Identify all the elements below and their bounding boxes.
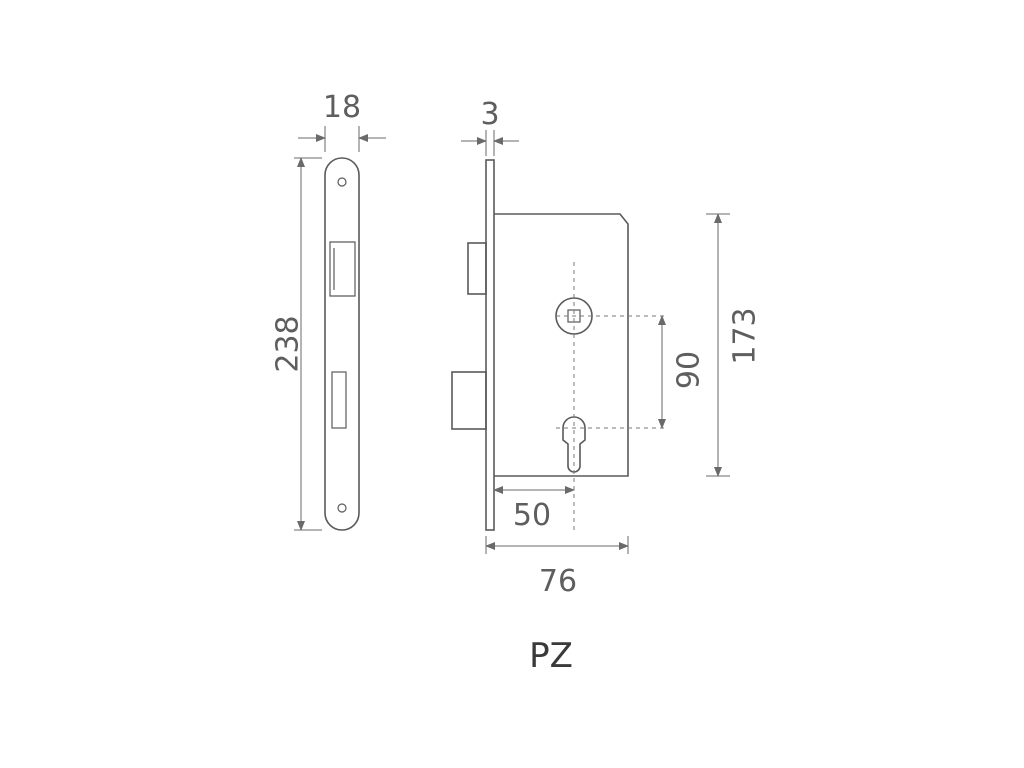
faceplate-top-screw-hole xyxy=(337,177,347,187)
deadbolt-opening xyxy=(331,371,347,429)
dimension-faceplate-height: 238 xyxy=(271,157,322,531)
faceplate-bottom-screw-hole xyxy=(337,503,347,513)
label-faceplate-thickness: 3 xyxy=(480,97,499,132)
model-title: PZ xyxy=(529,636,573,676)
dimension-faceplate-thickness: 3 xyxy=(461,97,519,156)
label-faceplate-height: 238 xyxy=(271,315,306,372)
cylinder-keyhole xyxy=(562,416,586,473)
dimension-case-depth: 76 xyxy=(485,536,629,599)
dead-bolt xyxy=(451,371,487,430)
faceplate-side xyxy=(485,159,495,531)
faceplate-front-view xyxy=(324,157,360,531)
label-faceplate-width: 18 xyxy=(323,90,361,125)
latch-bolt xyxy=(467,242,487,295)
dimension-backset: 50 xyxy=(493,486,575,533)
dimension-faceplate-width: 18 xyxy=(298,90,386,152)
faceplate-outline xyxy=(324,157,360,531)
lock-side-view xyxy=(451,159,629,531)
label-backset: 50 xyxy=(513,498,551,533)
centerlines xyxy=(556,262,668,530)
dimension-case-height: 173 xyxy=(706,213,763,477)
lock-case xyxy=(494,213,629,477)
dimension-handle-to-key: 90 xyxy=(658,315,707,429)
label-case-depth: 76 xyxy=(539,564,577,599)
label-handle-to-key: 90 xyxy=(672,351,707,389)
label-case-height: 173 xyxy=(728,307,763,364)
latch-opening xyxy=(329,241,356,297)
